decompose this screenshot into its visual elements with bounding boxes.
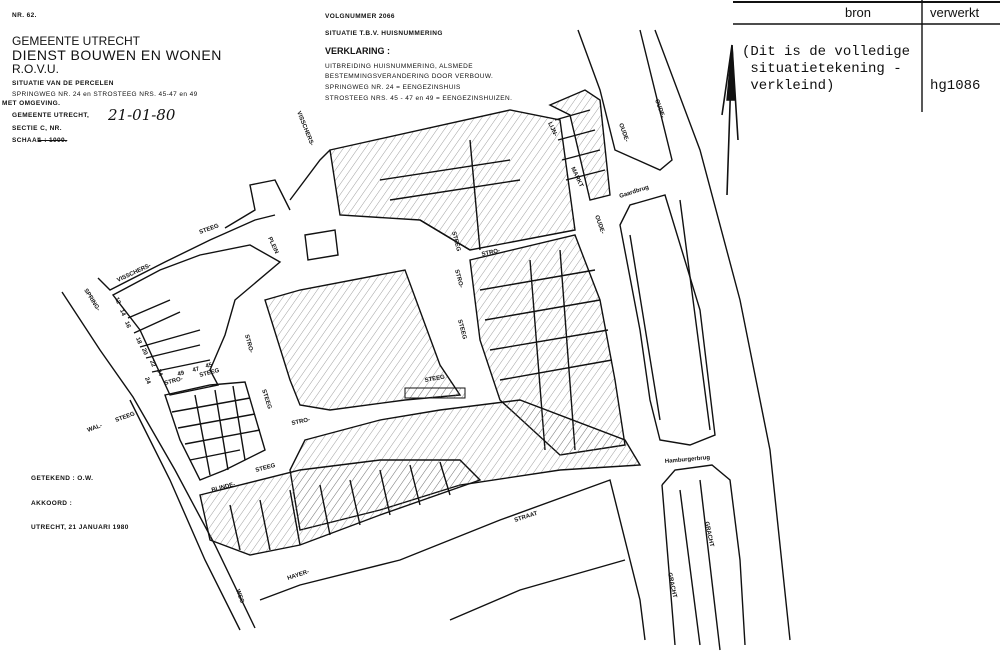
situatie-huisnummering: SITUATIE T.B.V. HUISNUMMERING (325, 30, 443, 37)
verklaring-line: BESTEMMINGSVERANDERING DOOR VERBOUW. (325, 73, 494, 80)
akkoord-line: AKKOORD : (31, 500, 73, 507)
label-weg-hayer: WEG (234, 589, 245, 605)
label-steeg-3: STEEG (450, 231, 461, 253)
house-number: 20 (140, 348, 148, 357)
place-date-line: UTRECHT, 21 JANUARI 1980 (31, 524, 129, 531)
label-visschers-left: VISSCHERS- (116, 263, 152, 284)
label-stro-4: STRO- (453, 269, 464, 289)
drawing-number: NR. 62. (12, 12, 37, 19)
canal-island-lower (661, 464, 746, 646)
handwritten-date: 21-01-80 (108, 106, 176, 124)
title-rovu: R.O.V.U. (12, 62, 59, 76)
label-plein: PLEIN (266, 236, 279, 255)
bron-note-line: situatietekening - (742, 61, 902, 77)
label-hayer: HAYER- (287, 569, 310, 582)
house-number: 24 (155, 369, 163, 378)
label-wal: WAL- (87, 423, 103, 434)
verklaring-line: UITBREIDING HUISNUMMERING, ALSMEDE (325, 63, 473, 70)
label-stro-5: STRO- (481, 248, 501, 258)
verklaring-line: STROSTEEG NRS. 45 - 47 en 49 = EENGEZINS… (325, 95, 513, 102)
verklaring-line: SPRINGWEG NR. 24 = EENGEZINSHUIS (325, 84, 461, 91)
label-oude-3: OUDE- (593, 215, 605, 235)
house-number: 14 (118, 309, 126, 318)
label-straat: STRAAT (514, 511, 539, 524)
label-spring: SPRING- (82, 288, 100, 312)
label-oude-1: OUDE- (653, 99, 665, 119)
table-header-verwerkt: verwerkt (930, 5, 980, 20)
title-gemeente: GEMEENTE UTRECHT (12, 34, 141, 48)
label-steeg-5: STEEG (424, 374, 445, 383)
label-hamburgerbrug: Hamburgerbrug (665, 455, 711, 465)
label-oude-2: OUDE- (617, 123, 629, 143)
house-number: 45 (205, 362, 214, 370)
label-stro-1: STRO- (243, 334, 254, 354)
label-steeg-top: STEEG (199, 223, 220, 236)
label-stro-3: STRO- (291, 417, 311, 427)
label-stro-2: STRO- (164, 376, 184, 387)
label-steeg-2: STEEG (199, 368, 221, 379)
house-number: 12 (113, 297, 121, 306)
bron-note-line: (Dit is de volledige (742, 44, 911, 60)
label-gracht-2: GRACHT (666, 572, 677, 599)
schaal-label: SCHAAL (12, 137, 42, 144)
house-number: 49 (177, 370, 186, 378)
omgeving-line: MET OMGEVING. (2, 100, 61, 107)
label-steeg-4: STEEG (456, 319, 467, 341)
title-dienst: DIENST BOUWEN EN WONEN (12, 47, 222, 63)
canal-island-upper (619, 194, 716, 446)
volgnummer: VOLGNUMMER 2066 (325, 13, 395, 20)
house-number: 47 (192, 366, 201, 374)
label-gaardbrug: Gaardbrug (619, 185, 650, 200)
table-header-bron: bron (845, 5, 872, 20)
house-number: 16 (123, 321, 131, 330)
house-number: 24 (143, 377, 151, 386)
address-line: SPRINGWEG NR. 24 en STROSTEEG NRS. 45-47… (12, 91, 198, 98)
label-lijn: LIJN- (546, 121, 558, 137)
getekend-line: GETEKEND : O.W. (31, 475, 94, 482)
bron-note-line: verkleind) (742, 78, 835, 94)
map-left-boundary (129, 399, 241, 631)
sectie-line: SECTIE C, NR. (12, 125, 62, 132)
verklaring-title: VERKLARING : (325, 46, 390, 56)
springweg-edge (61, 291, 256, 629)
label-steeg-wal: STEEG (115, 411, 136, 424)
gemeente-line: GEMEENTE UTRECHT, (12, 112, 90, 119)
label-steeg-1: STEEG (260, 389, 272, 411)
situatie-label: SITUATIE VAN DE PERCELEN (12, 80, 114, 87)
house-number: 18 (134, 337, 142, 346)
label-markt: MARKT (569, 166, 584, 188)
schaal-value: 1 : 1000. (38, 137, 68, 144)
house-number: 22 (148, 360, 156, 369)
label-gracht-1: GRACHT (703, 521, 714, 548)
label-visschers-top: VISSCHERS- (295, 111, 314, 147)
label-steeg-blinde: STEEG (255, 463, 277, 474)
verwerkt-value: hg1086 (930, 78, 981, 94)
